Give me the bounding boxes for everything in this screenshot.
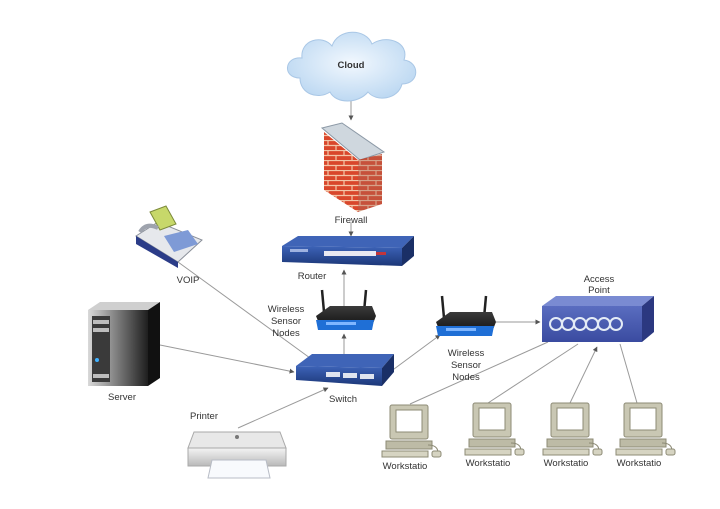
workstation-1-label: Workstatio [383, 461, 428, 472]
switch-label: Switch [329, 394, 357, 405]
wsn1-label-line2: Sensor [271, 316, 301, 327]
wsn1-label-line3: Nodes [272, 328, 300, 339]
wireless-router-icon [314, 288, 378, 332]
workstation-node-2[interactable]: Workstatio [464, 402, 525, 469]
server-node[interactable]: Server [88, 302, 160, 403]
firewall-node[interactable]: Firewall [320, 122, 386, 226]
server-label: Server [108, 392, 136, 403]
voip-label: VOIP [177, 275, 200, 286]
workstation-node-3[interactable]: Workstatio [542, 402, 603, 469]
workstation-icon [615, 402, 676, 456]
edge-ws4-ap [619, 343, 638, 404]
workstation-icon [381, 404, 442, 458]
workstation-node-1[interactable]: Workstatio [381, 404, 442, 472]
wireless-router-icon [434, 294, 498, 338]
router-label: Router [298, 271, 327, 282]
switch-node[interactable]: Switch [296, 354, 394, 405]
workstation-icon [542, 402, 603, 456]
workstation-3-label: Workstatio [544, 458, 589, 469]
wsn1-label-line1: Wireless [268, 304, 305, 315]
cloud-node[interactable]: Cloud [287, 31, 417, 102]
edge-switch-wsn2 [389, 334, 441, 373]
edge-ws2-ap [487, 343, 579, 404]
switch-icon [296, 354, 394, 386]
wireless-sensor-node-2[interactable]: Wireless Sensor Nodes [434, 294, 498, 383]
workstation-2-label: Workstatio [466, 458, 511, 469]
workstation-node-4[interactable]: Workstatio [615, 402, 676, 469]
voip-phone-icon [135, 205, 203, 268]
access-point-label-line2: Point [588, 285, 610, 296]
wsn2-label-line1: Wireless [448, 348, 485, 359]
server-tower-icon [88, 302, 160, 386]
edge-ws1-ap [409, 341, 549, 405]
edge-ws3-ap [569, 346, 598, 404]
brick-firewall-icon [320, 122, 386, 212]
edge-server-switch [159, 344, 295, 374]
edge-voip-switch [177, 261, 311, 359]
router-icon [282, 236, 414, 266]
cloud-label: Cloud [338, 60, 365, 71]
voip-node[interactable]: VOIP [135, 205, 203, 286]
edge-printer-switch [237, 387, 329, 429]
cloud-icon [287, 31, 417, 102]
wireless-sensor-node-1[interactable]: Wireless Sensor Nodes [268, 288, 378, 339]
firewall-label: Firewall [335, 215, 368, 226]
workstation-4-label: Workstatio [617, 458, 662, 469]
router-node[interactable]: Router [282, 236, 414, 282]
printer-node[interactable]: Printer [187, 411, 287, 479]
access-point-icon [542, 296, 654, 342]
printer-icon [187, 431, 287, 479]
access-point-node[interactable]: Access Point [542, 274, 654, 342]
printer-label: Printer [190, 411, 218, 422]
connectors [159, 96, 638, 429]
wsn2-label-line2: Sensor [451, 360, 481, 371]
wsn2-label-line3: Nodes [452, 372, 480, 383]
workstation-icon [464, 402, 525, 456]
access-point-label-line1: Access [584, 274, 615, 285]
